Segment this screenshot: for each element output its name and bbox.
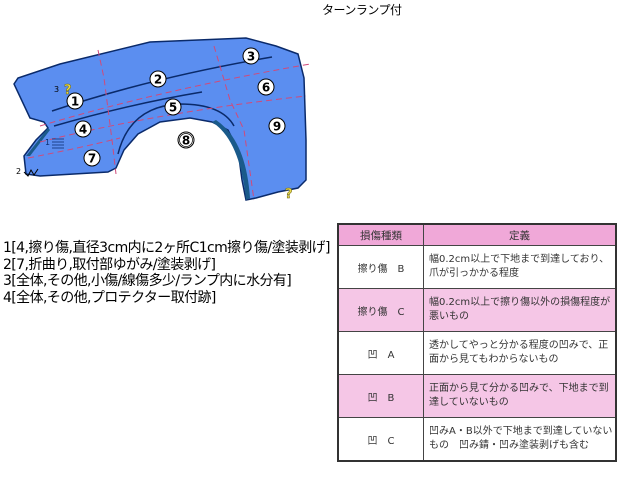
svg-text:5: 5 <box>169 101 177 115</box>
front-edge-band <box>26 128 50 156</box>
definition-cell: 幅0.2cm以上で下地まで到達しており、爪が引っかかる程度 <box>423 245 617 289</box>
table-header-row: 損傷種類 定義 <box>337 223 617 246</box>
marker-4[interactable]: 4 ? <box>272 187 293 210</box>
svg-text:2: 2 <box>154 73 162 87</box>
zone-6[interactable]: 6 <box>257 78 275 96</box>
zone-4[interactable]: 4 <box>74 120 92 138</box>
damage-type-cell: 凹 C <box>337 417 424 462</box>
page-title: ターンランプ付 <box>322 3 402 17</box>
character-line-lower <box>53 91 203 127</box>
zone-2[interactable]: 2 <box>149 70 167 88</box>
question-mark-icon: ? <box>285 187 293 202</box>
table-row: 凹 B 正面から見て分かる凹みで、下地まで到達していないもの <box>337 374 617 418</box>
table-row: 凹 C 凹みA・B以外で下地まで到達していないもの 凹み錆・凹み塗装剥げも含む <box>337 417 617 462</box>
header-damage-type: 損傷種類 <box>337 223 424 246</box>
note-2: 2[7,折曲り,取付部ゆがみ/塗装剥げ] <box>3 256 216 273</box>
fender-diagram: 1 2 3 4 5 6 7 8 9 1 2 3 ? 4 ? <box>13 37 311 210</box>
zone-grid <box>27 45 311 201</box>
fender-body <box>13 37 307 201</box>
svg-text:1: 1 <box>71 95 79 109</box>
definition-cell: 凹みA・B以外で下地まで到達していないもの 凹み錆・凹み塗装剥げも含む <box>423 417 617 462</box>
zone-5[interactable]: 5 <box>164 98 182 116</box>
damage-type-cell: 凹 A <box>337 331 424 375</box>
zone-9[interactable]: 9 <box>268 117 286 135</box>
svg-text:6: 6 <box>262 81 270 95</box>
question-mark-icon: ? <box>64 83 72 98</box>
marker-1[interactable]: 1 <box>45 138 64 149</box>
svg-text:8: 8 <box>182 134 190 148</box>
note-4: 4[全体,その他,プロテクター取付跡] <box>3 289 216 306</box>
table-row: 擦り傷 B 幅0.2cm以上で下地まで到達しており、爪が引っかかる程度 <box>337 245 617 289</box>
definition-cell: 幅0.2cm以上で擦り傷以外の損傷程度が悪いもの <box>423 288 617 332</box>
table-row: 擦り傷 C 幅0.2cm以上で擦り傷以外の損傷程度が悪いもの <box>337 288 617 332</box>
marker-2[interactable]: 2 <box>16 167 39 177</box>
header-definition: 定義 <box>423 223 617 246</box>
note-3: 3[全体,その他,小傷/線傷多少/ランプ内に水分有] <box>3 273 292 289</box>
svg-text:3: 3 <box>247 50 255 64</box>
svg-text:4: 4 <box>79 123 87 137</box>
note-1: 1[4,擦り傷,直径3cm内に2ヶ所C1cm擦り傷/塗装剥げ] <box>3 240 331 256</box>
damage-type-cell: 凹 B <box>337 374 424 418</box>
svg-text:1: 1 <box>45 138 50 147</box>
definition-cell: 正面から見て分かる凹みで、下地まで到達していないもの <box>423 374 617 418</box>
damage-type-cell: 擦り傷 C <box>337 288 424 332</box>
marker-3[interactable]: 3 ? <box>54 83 72 99</box>
hatch-icon <box>52 138 64 149</box>
damage-markers: 1 2 3 ? 4 ? <box>16 83 293 210</box>
definition-cell: 透かしてやっと分かる程度の凹みで、正面から見てもわからないもの <box>423 331 617 375</box>
zone-3[interactable]: 3 <box>242 47 260 65</box>
zone-1[interactable]: 1 <box>66 92 84 110</box>
zone-7[interactable]: 7 <box>83 149 101 167</box>
table-row: 凹 A 透かしてやっと分かる程度の凹みで、正面から見てもわからないもの <box>337 331 617 375</box>
svg-text:2: 2 <box>16 167 21 176</box>
damage-notes: 1[4,擦り傷,直径3cm内に2ヶ所C1cm擦り傷/塗装剥げ] 2[7,折曲り,… <box>3 240 333 306</box>
damage-definition-table: 損傷種類 定義 擦り傷 B 幅0.2cm以上で下地まで到達しており、爪が引っかか… <box>337 223 617 462</box>
damage-type-cell: 擦り傷 B <box>337 245 424 289</box>
svg-text:9: 9 <box>273 120 281 134</box>
svg-text:7: 7 <box>88 152 96 166</box>
wheel-arch-band <box>212 120 250 200</box>
zigzag-icon <box>23 168 39 177</box>
svg-text:3: 3 <box>54 85 59 94</box>
zone-labels: 1 2 3 4 5 6 7 8 9 <box>66 47 286 167</box>
zone-8[interactable]: 8 <box>177 131 195 149</box>
